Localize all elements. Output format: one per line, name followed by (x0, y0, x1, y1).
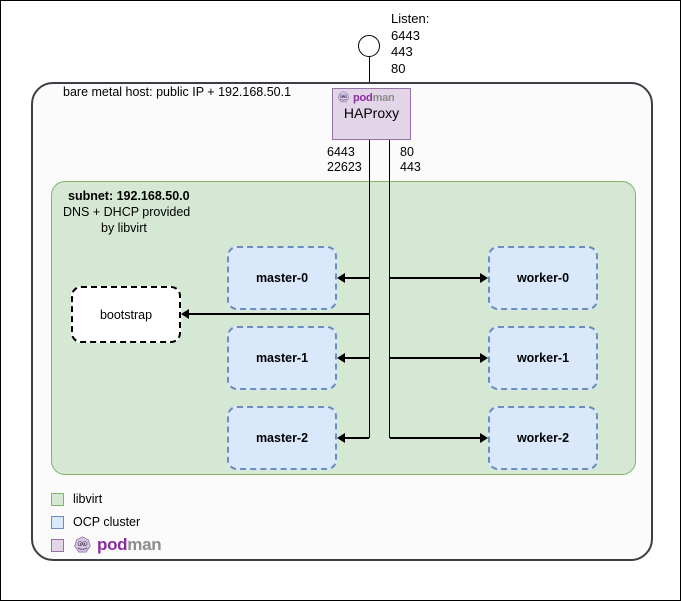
arrow-line-master-1 (345, 357, 369, 359)
node-worker-1-label: worker-1 (516, 351, 570, 365)
subnet-dns-dhcp-label: DNS + DHCP provided (63, 205, 191, 219)
subnet-info-text: subnet: 192.168.50.0 DNS + DHCP provided… (63, 188, 190, 236)
node-worker-0[interactable]: worker-0 (488, 246, 598, 310)
legend-item-ocp-cluster: OCP cluster (51, 512, 161, 532)
haproxy-api-ports-label: 6443 22623 (327, 145, 362, 174)
subnet-provider-label: by libvirt (101, 221, 147, 235)
listen-ports-label: Listen: 6443 443 80 (391, 11, 430, 76)
legend-label-libvirt: libvirt (73, 492, 103, 506)
node-worker-1[interactable]: worker-1 (488, 326, 598, 390)
subnet-cidr-label: subnet: 192.168.50.0 (68, 189, 190, 203)
node-master-1-label: master-1 (255, 351, 309, 365)
node-master-1[interactable]: master-1 (227, 326, 337, 390)
node-master-0-label: master-0 (255, 271, 309, 285)
legend: libvirt OCP cluster pod man (51, 489, 162, 558)
node-master-2[interactable]: master-2 (227, 406, 337, 470)
arrow-head-worker-0 (480, 273, 488, 283)
legend-podman-logo: pod man (73, 535, 162, 555)
public-endpoint-circle (358, 35, 380, 57)
haproxy-ingress-riser-line (388, 140, 391, 438)
haproxy-ingress-ports-label: 80 443 (400, 145, 421, 174)
public-endpoint-connector (368, 57, 371, 89)
node-master-2-label: master-2 (255, 431, 309, 445)
haproxy-container-box[interactable]: pod man HAProxy (332, 88, 411, 140)
haproxy-title-label: HAProxy (343, 105, 400, 121)
haproxy-api-riser-line (368, 140, 371, 438)
arrow-head-bootstrap (181, 309, 189, 319)
podman-logo-icon (337, 91, 350, 103)
legend-item-libvirt: libvirt (51, 489, 161, 509)
legend-podman-pod-text: pod (97, 535, 128, 554)
arrow-head-master-0 (337, 273, 345, 283)
haproxy-podman-badge: pod man (333, 89, 410, 104)
podman-logo-icon (74, 535, 91, 552)
node-worker-0-label: worker-0 (516, 271, 570, 285)
podman-pod-text: pod (353, 91, 373, 104)
legend-podman-man-text: man (127, 535, 162, 554)
node-worker-2-label: worker-2 (516, 431, 570, 445)
arrow-head-worker-2 (480, 433, 488, 443)
arrow-line-bootstrap (189, 313, 369, 315)
legend-item-podman: pod man (51, 535, 162, 555)
podman-man-text: man (372, 91, 395, 104)
node-master-0[interactable]: master-0 (227, 246, 337, 310)
arrow-head-worker-1 (480, 353, 488, 363)
arrow-line-worker-2 (390, 437, 480, 439)
node-bootstrap-label: bootstrap (99, 307, 153, 322)
arrow-line-master-0 (345, 277, 369, 279)
legend-label-ocp-cluster: OCP cluster (73, 515, 141, 529)
arrow-line-worker-1 (390, 357, 480, 359)
node-bootstrap[interactable]: bootstrap (71, 286, 181, 343)
legend-swatch-libvirt-icon (51, 492, 64, 506)
node-worker-2[interactable]: worker-2 (488, 406, 598, 470)
arrow-head-master-1 (337, 353, 345, 363)
legend-swatch-ocp-icon (51, 515, 64, 529)
arrow-line-master-2 (345, 437, 369, 439)
arrow-head-master-2 (337, 433, 345, 443)
bare-metal-host-label: bare metal host: public IP + 192.168.50.… (63, 85, 292, 99)
legend-swatch-podman-icon (51, 538, 64, 552)
arrow-line-worker-0 (390, 277, 480, 279)
